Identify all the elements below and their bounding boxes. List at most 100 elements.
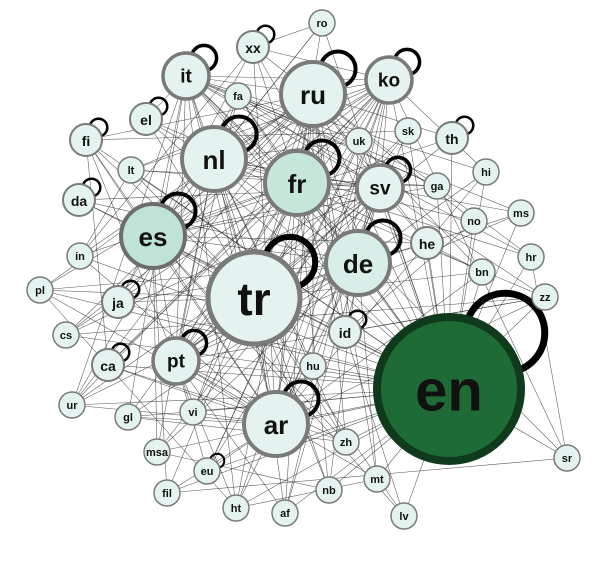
node-in[interactable]: in (66, 242, 94, 270)
node-pl[interactable]: pl (26, 276, 54, 304)
node-circle-ro (308, 9, 336, 37)
node-circle-it (161, 51, 211, 101)
node-th[interactable]: th (435, 121, 469, 155)
edge-ur-de (71, 262, 359, 406)
node-label-sv: sv (369, 179, 391, 200)
node-af[interactable]: af (271, 499, 299, 527)
node-fr[interactable]: fr (263, 149, 331, 217)
node-fa[interactable]: fa (224, 82, 252, 110)
node-el[interactable]: el (129, 102, 163, 136)
node-circle-id (328, 315, 362, 349)
edge-zz-sv (379, 187, 546, 298)
node-sk[interactable]: sk (394, 117, 422, 145)
node-circle-in (66, 242, 94, 270)
node-label-ur: ur (67, 400, 79, 412)
edge-fi-ru (85, 93, 314, 141)
node-vi[interactable]: vi (179, 398, 207, 426)
node-xx[interactable]: xx (236, 30, 270, 64)
node-circle-af (271, 499, 299, 527)
node-he[interactable]: he (410, 226, 444, 260)
node-circle-gl (114, 403, 142, 431)
node-de[interactable]: de (324, 229, 392, 297)
edge-ht-pt (175, 360, 237, 509)
node-label-el: el (140, 112, 152, 128)
node-mt[interactable]: mt (363, 465, 391, 493)
node-circle-bn (468, 258, 496, 286)
node-circle-zh (332, 428, 360, 456)
node-uk[interactable]: uk (345, 127, 373, 155)
node-sr[interactable]: sr (553, 444, 581, 472)
node-zz[interactable]: zz (531, 283, 559, 311)
node-nb[interactable]: nb (315, 476, 343, 504)
node-fi[interactable]: fi (69, 123, 103, 157)
node-ja[interactable]: ja (101, 285, 135, 319)
node-it[interactable]: it (161, 51, 211, 101)
node-label-ro: ro (317, 18, 328, 30)
node-gl[interactable]: gl (114, 403, 142, 431)
node-tr[interactable]: tr (205, 249, 303, 347)
node-circle-ru (279, 60, 347, 128)
node-ru[interactable]: ru (279, 60, 347, 128)
node-label-sk: sk (402, 126, 415, 138)
node-label-lv: lv (399, 511, 409, 523)
node-ro[interactable]: ro (308, 9, 336, 37)
node-ms[interactable]: ms (507, 199, 535, 227)
node-label-no: no (467, 216, 481, 228)
node-label-mt: mt (370, 474, 384, 486)
node-ga[interactable]: ga (423, 172, 451, 200)
node-da[interactable]: da (62, 183, 96, 217)
node-no[interactable]: no (460, 207, 488, 235)
node-ht[interactable]: ht (222, 494, 250, 522)
node-label-fi: fi (82, 133, 91, 149)
node-ur[interactable]: ur (58, 391, 86, 419)
node-bn[interactable]: bn (468, 258, 496, 286)
node-label-hi: hi (481, 167, 491, 179)
node-circle-pt (151, 336, 201, 386)
node-circle-he (410, 226, 444, 260)
edge-hi-ar (275, 171, 487, 425)
node-id[interactable]: id (328, 315, 362, 349)
node-label-tr: tr (237, 273, 270, 325)
node-circle-eu (193, 457, 221, 485)
node-nl[interactable]: nl (180, 125, 248, 193)
edge-ca-fr (107, 182, 298, 366)
edge-ur-ar (71, 404, 277, 425)
node-eu[interactable]: eu (193, 457, 221, 485)
edge-msa-nl (156, 158, 215, 453)
node-circle-fil (153, 479, 181, 507)
node-label-fa: fa (233, 91, 244, 103)
node-sv[interactable]: sv (355, 163, 405, 213)
node-ko[interactable]: ko (364, 55, 414, 105)
edge-ur-ko (71, 79, 390, 406)
node-en[interactable]: en (373, 313, 525, 465)
node-cs[interactable]: cs (52, 321, 80, 349)
node-fil[interactable]: fil (153, 479, 181, 507)
node-zh[interactable]: zh (332, 428, 360, 456)
node-circle-vi (179, 398, 207, 426)
node-hi[interactable]: hi (472, 158, 500, 186)
node-lt[interactable]: lt (117, 156, 145, 184)
node-label-eu: eu (201, 466, 214, 478)
node-hr[interactable]: hr (517, 243, 545, 271)
node-hu[interactable]: hu (299, 352, 327, 380)
node-msa[interactable]: msa (143, 438, 171, 466)
node-circle-xx (236, 30, 270, 64)
node-es[interactable]: es (119, 202, 187, 270)
edge-hr-fr (296, 182, 532, 258)
node-circle-en (373, 313, 525, 465)
edge-id-ru (312, 93, 346, 333)
node-circle-lv (390, 502, 418, 530)
edge-xx-ar (252, 46, 277, 425)
edge-gl-zh (127, 416, 347, 443)
node-circle-ca (91, 348, 125, 382)
node-ar[interactable]: ar (242, 390, 310, 458)
node-ca[interactable]: ca (91, 348, 125, 382)
node-label-cs: cs (60, 330, 72, 342)
node-pt[interactable]: pt (151, 336, 201, 386)
edge-ru-pt (175, 93, 314, 362)
node-lv[interactable]: lv (390, 502, 418, 530)
node-label-pt: pt (167, 352, 186, 373)
node-circle-ms (507, 199, 535, 227)
node-circle-ja (101, 285, 135, 319)
node-label-de: de (343, 249, 373, 279)
